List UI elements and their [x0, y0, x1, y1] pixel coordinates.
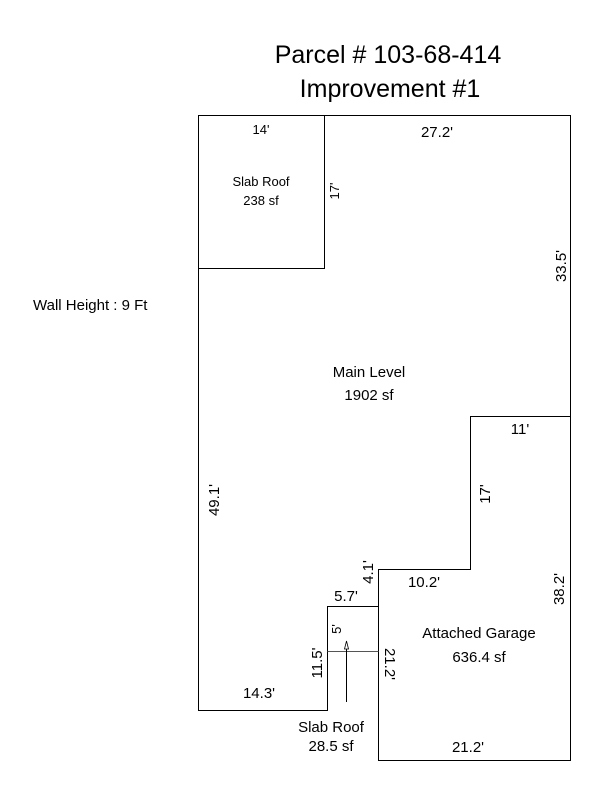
- slab-roof-small-name: Slab Roof: [298, 719, 365, 736]
- wall-height-label: Wall Height : 9 Ft: [33, 297, 148, 314]
- dim-slab-top-width: 14': [253, 122, 270, 137]
- main-level-area: 1902 sf: [344, 387, 394, 404]
- dim-garage-top: 11': [511, 421, 530, 438]
- dim-garage-right: 38.2': [551, 573, 568, 605]
- garage-area: 636.4 sf: [452, 649, 506, 666]
- slab-roof-top-outline: [198, 115, 325, 269]
- dim-garage-mid: 10.2': [408, 574, 440, 591]
- dim-garage-bottom: 21.2': [452, 739, 484, 756]
- garage-outline: [378, 416, 571, 761]
- slab-roof-top-area: 238 sf: [243, 193, 279, 208]
- parcel-title: Parcel # 103-68-414: [275, 41, 502, 69]
- slab-roof-small-area: 28.5 sf: [308, 738, 354, 755]
- dim-slab-small-top: 5.7': [334, 588, 358, 605]
- garage-name: Attached Garage: [422, 625, 535, 642]
- dim-main-right: 33.5': [553, 250, 570, 282]
- dim-garage-step: 17': [477, 484, 494, 504]
- dim-main-notch: 11.5': [309, 647, 326, 678]
- dim-main-top: 27.2': [421, 124, 453, 141]
- dim-slab-top-height: 17': [327, 183, 342, 200]
- dim-garage-left: 21.2': [381, 648, 398, 680]
- arrow-head-icon: [343, 640, 350, 650]
- improvement-title: Improvement #1: [300, 75, 481, 103]
- dim-slab-small-side: 5': [329, 624, 344, 634]
- dim-step-41: 4.1': [360, 560, 377, 584]
- main-level-name: Main Level: [333, 364, 406, 381]
- slab-roof-top-name: Slab Roof: [232, 174, 289, 189]
- dim-main-left: 49.1': [206, 484, 223, 516]
- dim-main-bottom: 14.3': [243, 685, 275, 702]
